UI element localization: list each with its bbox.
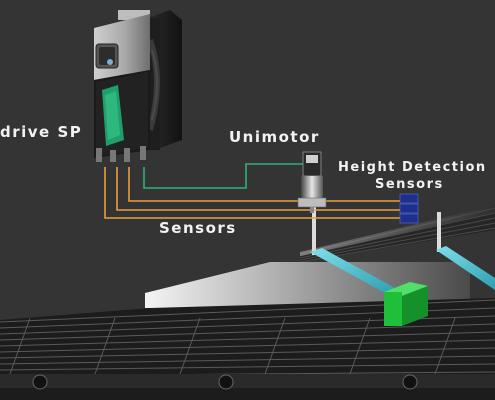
unimotor <box>297 151 327 213</box>
height-detection-sensors-label: Sensors <box>375 177 444 192</box>
sensor-post-left <box>310 205 395 293</box>
product-box <box>384 282 428 326</box>
height-detection-label: Height Detection <box>338 160 487 175</box>
drive-label: drive SP <box>0 123 83 141</box>
drive-unit <box>94 10 182 162</box>
unimotor-label: Unimotor <box>229 128 320 146</box>
sensors-label: Sensors <box>159 219 237 237</box>
sensor-post-right <box>436 212 495 290</box>
height-sensors <box>399 193 419 224</box>
